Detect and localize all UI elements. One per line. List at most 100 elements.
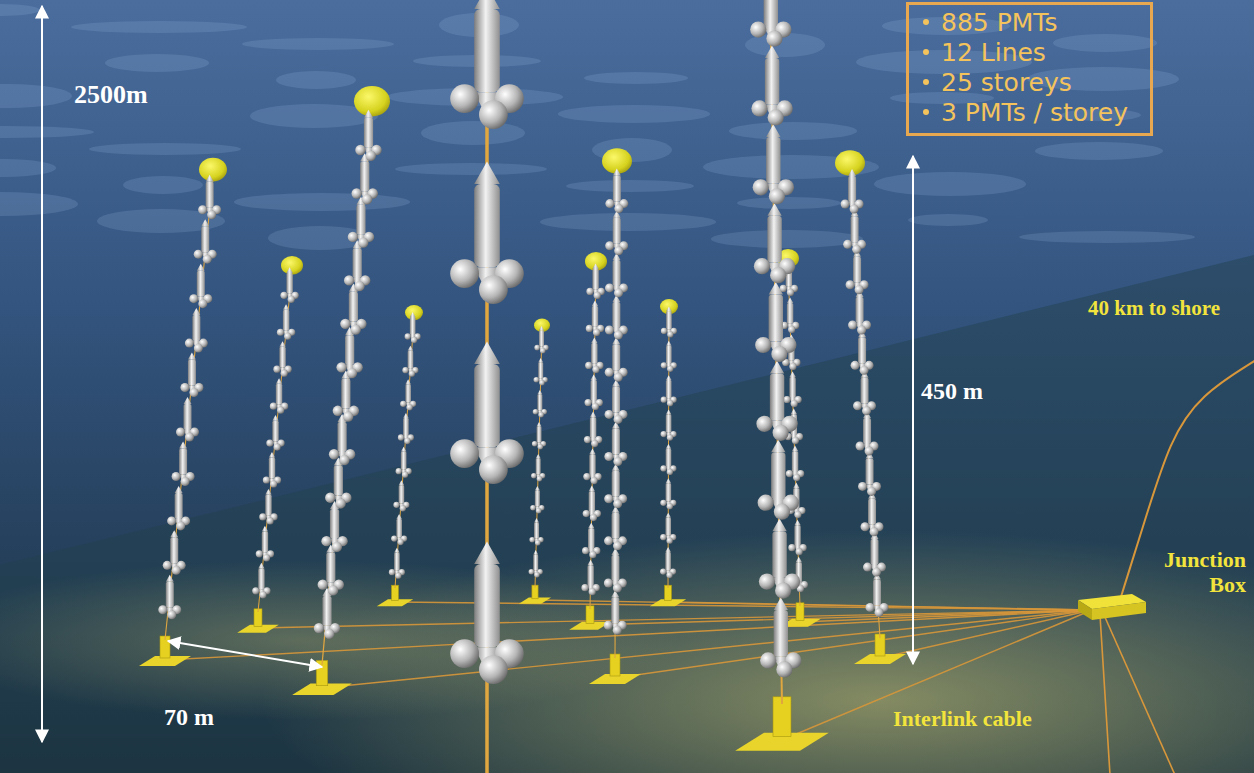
storey <box>604 422 627 467</box>
storey <box>848 290 871 335</box>
storey <box>391 514 407 545</box>
storey <box>532 422 546 450</box>
storey <box>534 358 548 386</box>
storey <box>605 337 628 382</box>
line-cable <box>258 272 292 612</box>
detector-line <box>237 256 303 633</box>
storey <box>843 209 866 254</box>
wave-texture <box>566 180 694 192</box>
storey <box>189 264 212 309</box>
wave-texture <box>234 193 410 211</box>
storey <box>450 342 524 484</box>
wave-texture <box>874 172 1026 196</box>
wave-texture <box>242 38 394 50</box>
storey <box>270 378 288 414</box>
junction-box-label: Junction Box <box>1164 547 1246 597</box>
buoy <box>835 150 865 176</box>
wave-texture <box>421 121 525 145</box>
storey <box>185 308 208 353</box>
storey <box>277 304 295 340</box>
storey <box>393 480 409 511</box>
storey <box>866 572 889 617</box>
line-cable <box>395 318 414 588</box>
wave-texture <box>395 163 547 175</box>
storey <box>352 153 378 204</box>
wave-texture <box>584 72 688 84</box>
bullet-dot <box>923 109 929 115</box>
storey <box>582 523 600 559</box>
storey <box>605 211 628 256</box>
storey <box>534 326 548 354</box>
storey <box>172 441 195 486</box>
height-dimension: 450 m <box>921 378 983 405</box>
storey <box>753 124 794 204</box>
storey <box>660 547 676 578</box>
detector-line <box>589 148 641 684</box>
storey <box>758 440 799 520</box>
storey <box>402 346 418 377</box>
seabed-cable <box>258 610 1092 628</box>
wave-texture <box>89 143 241 155</box>
storey <box>318 544 344 595</box>
wave-texture <box>908 214 988 226</box>
storey <box>533 390 547 418</box>
storey <box>604 506 627 551</box>
storey <box>605 169 628 214</box>
storey <box>400 379 416 410</box>
storey <box>755 282 796 362</box>
storey <box>529 550 543 578</box>
seabed-cable <box>880 610 1092 658</box>
seabed-cable <box>782 610 1092 740</box>
storey <box>661 410 677 441</box>
buoy <box>354 86 390 117</box>
storey <box>176 397 199 442</box>
storey <box>348 197 374 248</box>
storey <box>861 492 884 537</box>
wave-texture <box>558 105 710 123</box>
dimension-arrow <box>41 6 43 742</box>
storey <box>781 297 799 333</box>
junction-box: Junction Box <box>1138 547 1246 597</box>
detector-line <box>450 0 524 773</box>
storey <box>405 312 421 343</box>
storey <box>605 253 628 298</box>
wave-texture <box>276 71 356 89</box>
wave-texture <box>737 197 841 209</box>
storey <box>581 560 599 596</box>
storey <box>583 449 601 485</box>
storey <box>586 263 604 299</box>
storey <box>604 548 627 593</box>
wave-texture <box>71 21 247 33</box>
storey <box>856 411 879 456</box>
dimension-arrow <box>912 156 914 664</box>
storey <box>586 300 604 336</box>
storey <box>325 457 351 508</box>
storey <box>841 169 864 214</box>
summary-text: 12 Lines <box>941 38 1046 67</box>
summary-text: 3 PMTs / storey <box>941 98 1128 127</box>
storey <box>750 0 791 47</box>
storey <box>321 501 347 552</box>
storey <box>256 526 274 562</box>
detector-line <box>292 86 390 695</box>
storey <box>604 590 627 635</box>
storey <box>531 454 545 482</box>
summary-text: 25 storeys <box>941 68 1072 97</box>
storey <box>180 353 203 398</box>
buoy <box>534 318 550 332</box>
storey <box>585 375 603 411</box>
storey <box>333 371 359 422</box>
summary-item: 885 PMTs <box>921 8 1128 38</box>
storey <box>167 486 190 531</box>
storey <box>604 464 627 509</box>
bullet-dot <box>923 79 929 85</box>
summary-text: 885 PMTs <box>941 8 1057 37</box>
storey <box>754 203 795 283</box>
wave-texture <box>1019 231 1195 243</box>
storey <box>605 295 628 340</box>
storey <box>266 415 284 451</box>
storey <box>660 444 676 475</box>
seabed-cable <box>165 610 1092 660</box>
storey <box>252 563 270 599</box>
